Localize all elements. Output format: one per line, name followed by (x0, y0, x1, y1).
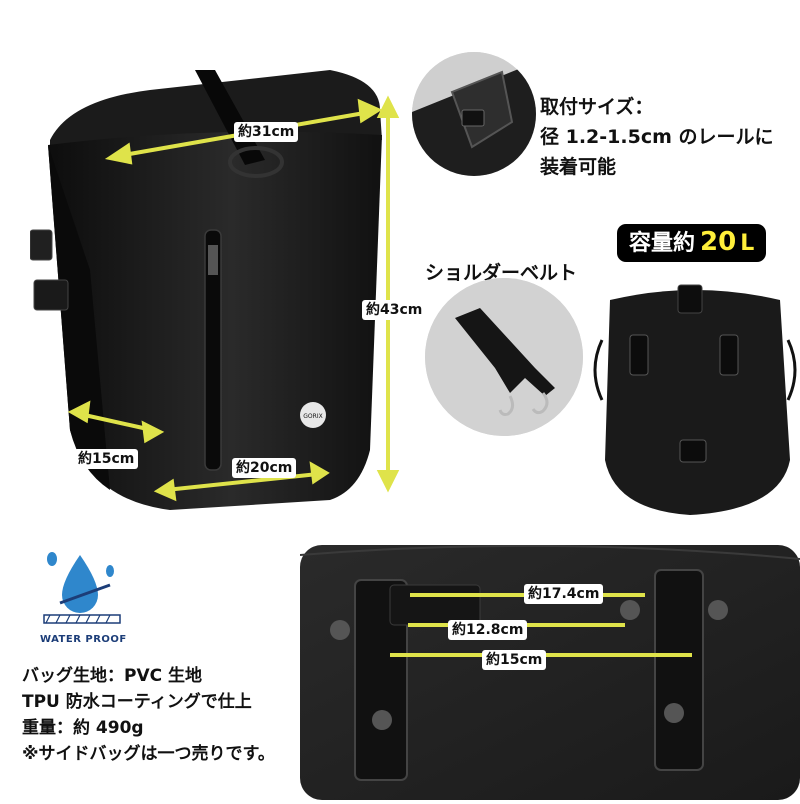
hook-rail-label: 約15cm (482, 650, 547, 670)
spec-weight: 重量：約 490g (22, 718, 144, 738)
spec-note: ※サイドバッグは一つ売りです。 (22, 744, 275, 764)
hook-outer-label: 約17.4cm (524, 584, 604, 604)
specs-block: バッグ生地：PVC 生地 TPU 防水コーティングで仕上 重量：約 490g ※… (22, 663, 275, 767)
capacity-prefix: 容量約 (629, 231, 696, 256)
strap-title: ショルダーベルト (425, 262, 578, 284)
shoulder-strap-photo (425, 278, 583, 436)
mount-info-line3: 装着可能 (540, 156, 617, 178)
spec-coating: TPU 防水コーティングで仕上 (22, 692, 252, 712)
capacity-unit: L (740, 231, 755, 256)
brand-logo-text: GORIX (303, 413, 322, 420)
mount-info-line2: 径 1.2-1.5cm のレールに (540, 126, 774, 148)
mount-closeup-photo (412, 52, 536, 176)
brand-logo (300, 402, 326, 428)
hook-inner-label: 約12.8cm (448, 620, 528, 640)
waterproof-droplet-icon (43, 552, 121, 624)
hook-detail-photo (299, 544, 800, 800)
mount-info-line1: 取付サイズ： (540, 96, 654, 118)
mount-info: 取付サイズ： 径 1.2-1.5cm のレールに 装着可能 (540, 92, 774, 182)
bag-back-photo (593, 284, 797, 515)
spec-material: バッグ生地：PVC 生地 (22, 666, 203, 686)
waterproof-caption: WATER PROOF (40, 634, 127, 645)
depth-label: 約15cm (74, 449, 139, 469)
bottom-width-label: 約20cm (232, 458, 297, 478)
width-label: 約31cm (234, 122, 299, 142)
height-label: 約43cm (362, 300, 427, 320)
capacity-value: 20 (700, 227, 737, 257)
